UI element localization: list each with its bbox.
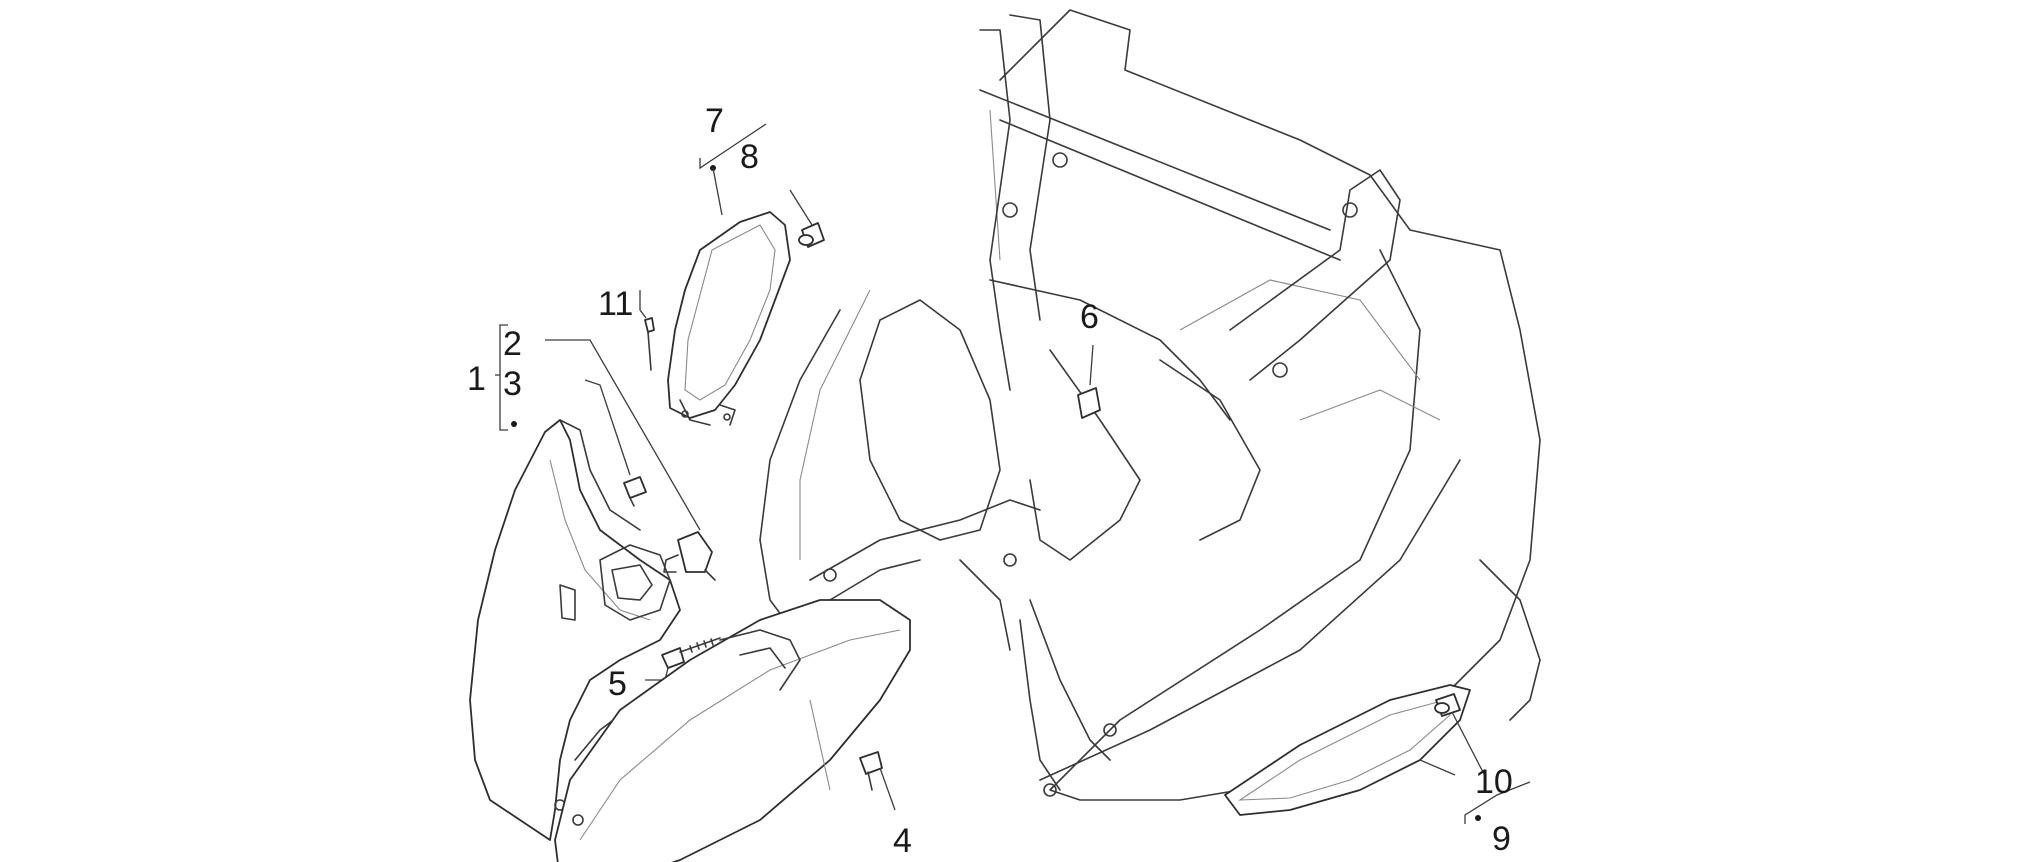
part-9-front-indicator-lower [1224, 684, 1471, 816]
part-3-small-bulb [584, 379, 647, 507]
callout-label-4: 4 [893, 822, 912, 860]
part-4-bolt [809, 699, 896, 811]
callout-label-6: 6 [1080, 298, 1099, 336]
callout-label-11: 11 [598, 285, 633, 323]
callout-label-8: 8 [740, 138, 759, 176]
part-1-headlight-assembly [469, 419, 681, 841]
callout-label-9: 9 [1492, 820, 1511, 858]
callout-bracket-1 [495, 324, 517, 431]
front-shield-lower-shell [554, 599, 911, 862]
part-8-bulb-upper [789, 189, 825, 248]
part-10-bulb-lower [1434, 693, 1487, 779]
part-5-screw [645, 637, 721, 681]
callout-bracket-7 [699, 123, 767, 216]
part-11-screw [639, 290, 655, 371]
callout-bracket-9 [1464, 781, 1531, 824]
callout-label-3: 3 [503, 365, 522, 403]
callout-label-1: 1 [467, 360, 486, 398]
part-6-clip-nut [1077, 344, 1101, 419]
part-2-main-bulb [545, 339, 716, 581]
callout-label-5: 5 [608, 665, 627, 703]
front-frame-assembly [759, 9, 1541, 801]
callout-label-10: 10 [1475, 763, 1513, 801]
part-7-front-indicator-upper [667, 211, 791, 426]
callout-label-7: 7 [705, 102, 724, 140]
callout-label-2: 2 [503, 325, 522, 363]
